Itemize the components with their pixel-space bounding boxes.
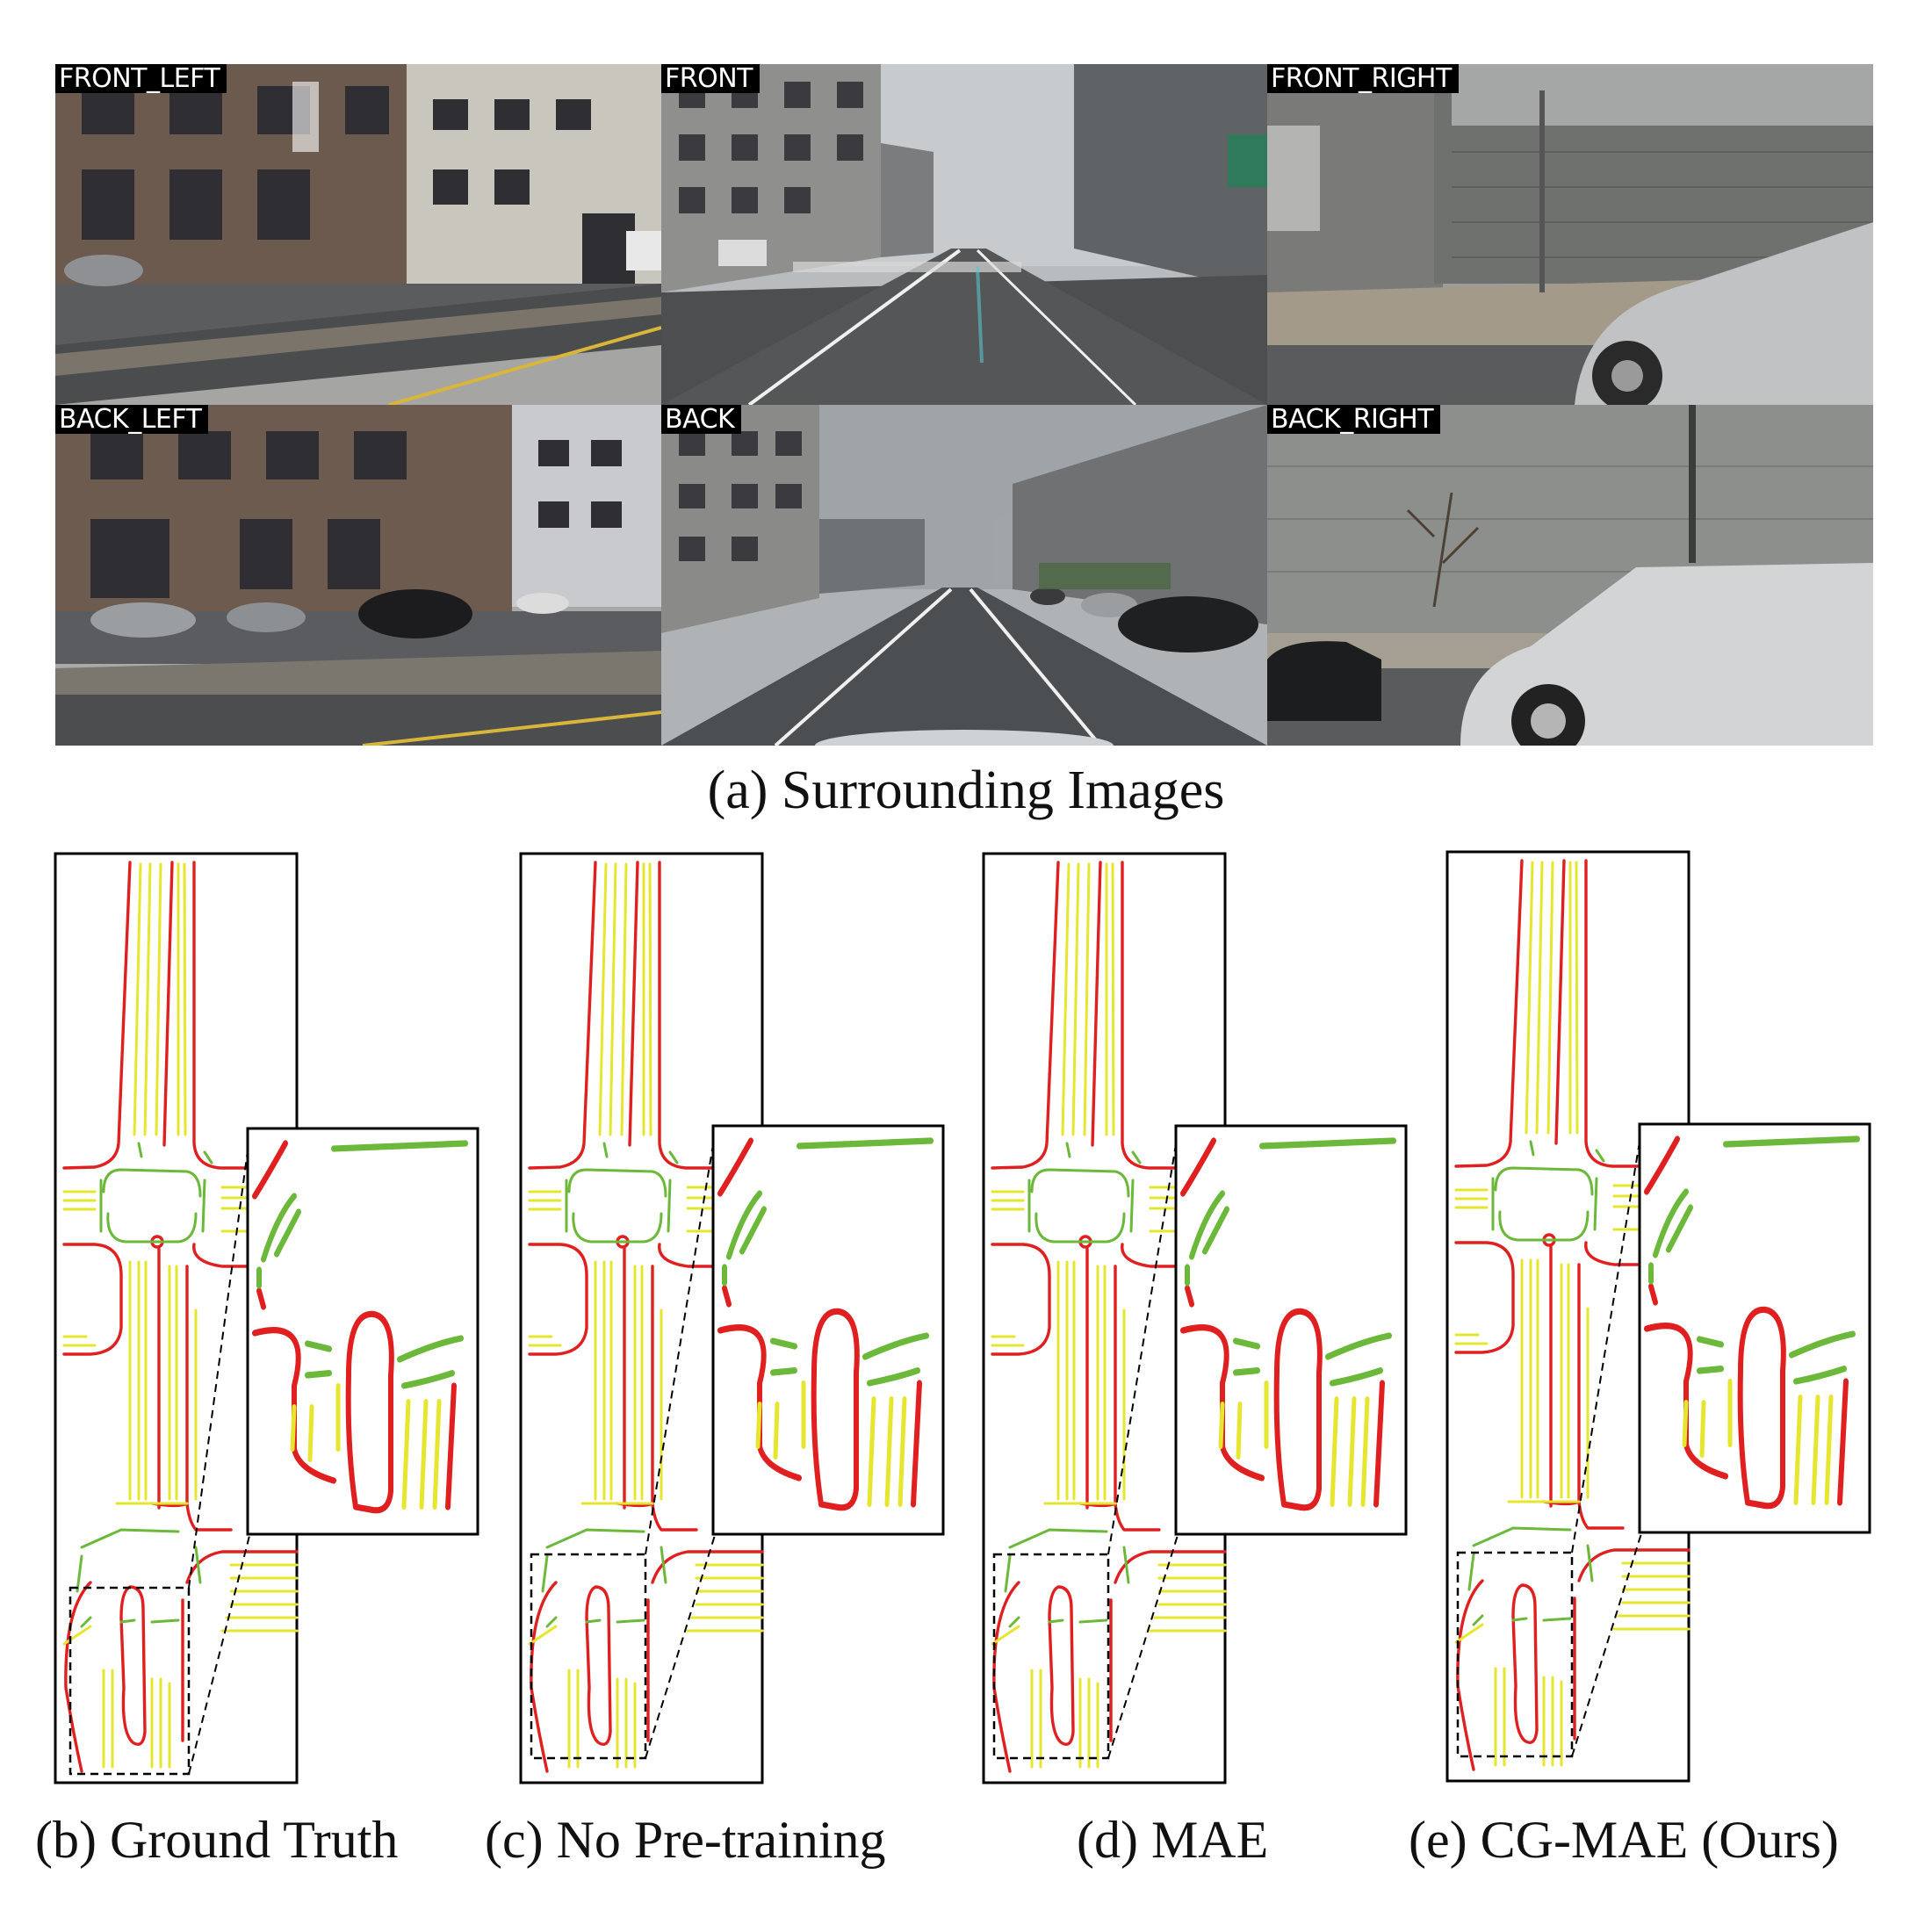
caption-cg-mae: (e) CG-MAE (Ours) (1409, 1811, 1839, 1869)
map-mae (982, 852, 1408, 1784)
map-panel-mae (981, 843, 1464, 1791)
zoom-region-box (530, 1553, 647, 1760)
caption-no-pretraining: (c) No Pre-training (485, 1811, 886, 1869)
zoom-connector-top (1107, 1128, 1179, 1555)
zoom-connector-top (188, 1130, 251, 1589)
map-panel-no-pretraining (518, 843, 1001, 1791)
zoom-region-box (1456, 1551, 1574, 1758)
zoom-connector-top (1571, 1125, 1643, 1554)
map-panel-cg-mae (1445, 843, 1928, 1791)
camera-image-back-right: BACK_RIGHT (1267, 405, 1873, 746)
camera-image-front-right: FRONT_RIGHT (1267, 64, 1873, 405)
caption-surrounding-images: (a) Surrounding Images (707, 761, 1225, 820)
camera-image-back-left: BACK_LEFT (55, 405, 661, 746)
zoom-connector-bottom (188, 1532, 251, 1775)
map-ground-truth (54, 852, 479, 1784)
zoom-region-box (992, 1553, 1110, 1760)
zoom-connector-top (645, 1128, 717, 1555)
back-scene (661, 405, 1267, 746)
camera-label-front: FRONT (661, 64, 760, 93)
camera-image-front-left: FRONT_LEFT (55, 64, 661, 405)
camera-label-front-right: FRONT_RIGHT (1267, 64, 1459, 93)
caption-ground-truth: (b) Ground Truth (35, 1811, 399, 1869)
map-cg-mae (1445, 850, 1871, 1783)
front-left-scene (55, 64, 661, 405)
camera-label-back-left: BACK_LEFT (55, 405, 209, 434)
front-right-scene (1267, 64, 1873, 405)
surrounding-images-grid: FRONT_LEFT FRONT (55, 64, 1873, 746)
zoom-region-box (68, 1586, 191, 1776)
camera-label-back: BACK (661, 405, 742, 434)
camera-image-back: BACK (661, 405, 1267, 746)
camera-label-back-right: BACK_RIGHT (1267, 405, 1441, 434)
map-panel-ground-truth (53, 843, 536, 1791)
front-scene (661, 64, 1267, 405)
caption-mae: (d) MAE (1077, 1811, 1269, 1869)
camera-label-front-left: FRONT_LEFT (55, 64, 227, 93)
back-left-scene (55, 405, 661, 746)
back-right-scene (1267, 405, 1873, 746)
camera-image-front: FRONT (661, 64, 1267, 405)
map-no-pretraining (519, 852, 945, 1784)
